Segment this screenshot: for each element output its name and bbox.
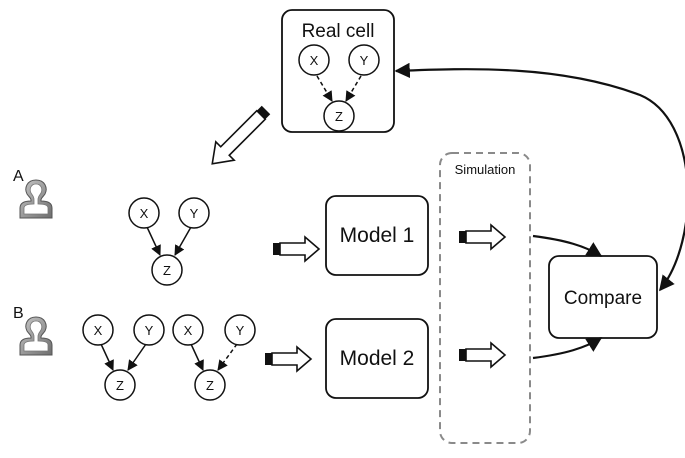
edge-y-z	[127, 343, 147, 371]
real-cell-graph: X Y Z	[298, 44, 380, 132]
person-icon	[19, 179, 53, 219]
model-2-box: Model 2	[325, 318, 429, 399]
scenario-b-graph-2: X Y Z	[172, 314, 256, 401]
block-arrow-icon	[272, 236, 320, 262]
node-y-label: Y	[236, 323, 245, 338]
node-y-label: Y	[145, 323, 154, 338]
person-icon	[19, 316, 53, 356]
connector-sim2-compare	[532, 337, 603, 360]
scenario-b-graph-1: X Y Z	[82, 314, 165, 401]
node-y-label: Y	[360, 53, 369, 68]
node-y	[224, 314, 256, 346]
node-x-label: X	[184, 323, 193, 338]
node-z-label: Z	[163, 263, 171, 278]
edge-x-z	[100, 343, 114, 371]
node-y	[133, 314, 165, 346]
connector-sim1-compare	[532, 234, 603, 257]
compare-box: Compare	[548, 255, 658, 339]
model-1-label: Model 1	[340, 224, 415, 247]
node-x	[298, 44, 330, 76]
node-z-label: Z	[335, 109, 343, 124]
block-arrow-icon	[458, 224, 506, 250]
connector-compare-real-cell	[394, 62, 685, 292]
node-x-label: X	[310, 53, 319, 68]
block-arrow-icon	[264, 346, 312, 372]
edge-y-z	[217, 343, 238, 371]
edge-y-z	[345, 75, 362, 102]
edge-x-z	[190, 343, 204, 371]
edge-y-z	[174, 226, 192, 256]
node-z	[194, 369, 226, 401]
node-z-label: Z	[116, 378, 124, 393]
node-z	[151, 254, 183, 286]
node-y-label: Y	[190, 206, 199, 221]
scenario-a-label: A	[13, 168, 24, 185]
block-arrow-icon	[458, 342, 506, 368]
real-cell-box: Real cell X Y Z	[281, 9, 395, 133]
real-cell-title: Real cell	[302, 21, 375, 42]
node-z-label: Z	[206, 378, 214, 393]
node-x	[128, 197, 160, 229]
simulation-label: Simulation	[455, 162, 516, 177]
node-x	[82, 314, 114, 346]
node-z	[104, 369, 136, 401]
simulation-box: Simulation	[439, 152, 531, 444]
block-arrow-icon	[211, 105, 271, 165]
edge-x-z	[316, 75, 333, 102]
model-1-box: Model 1	[325, 195, 429, 276]
edge-x-z	[146, 226, 161, 256]
node-x-label: X	[140, 206, 149, 221]
compare-label: Compare	[564, 288, 642, 309]
node-z	[323, 100, 355, 132]
node-x-label: X	[94, 323, 103, 338]
scenario-a-graph: X Y Z	[128, 197, 210, 286]
scenario-b-label: B	[13, 305, 24, 322]
node-x	[172, 314, 204, 346]
model-2-label: Model 2	[340, 347, 415, 370]
node-y	[178, 197, 210, 229]
node-y	[348, 44, 380, 76]
